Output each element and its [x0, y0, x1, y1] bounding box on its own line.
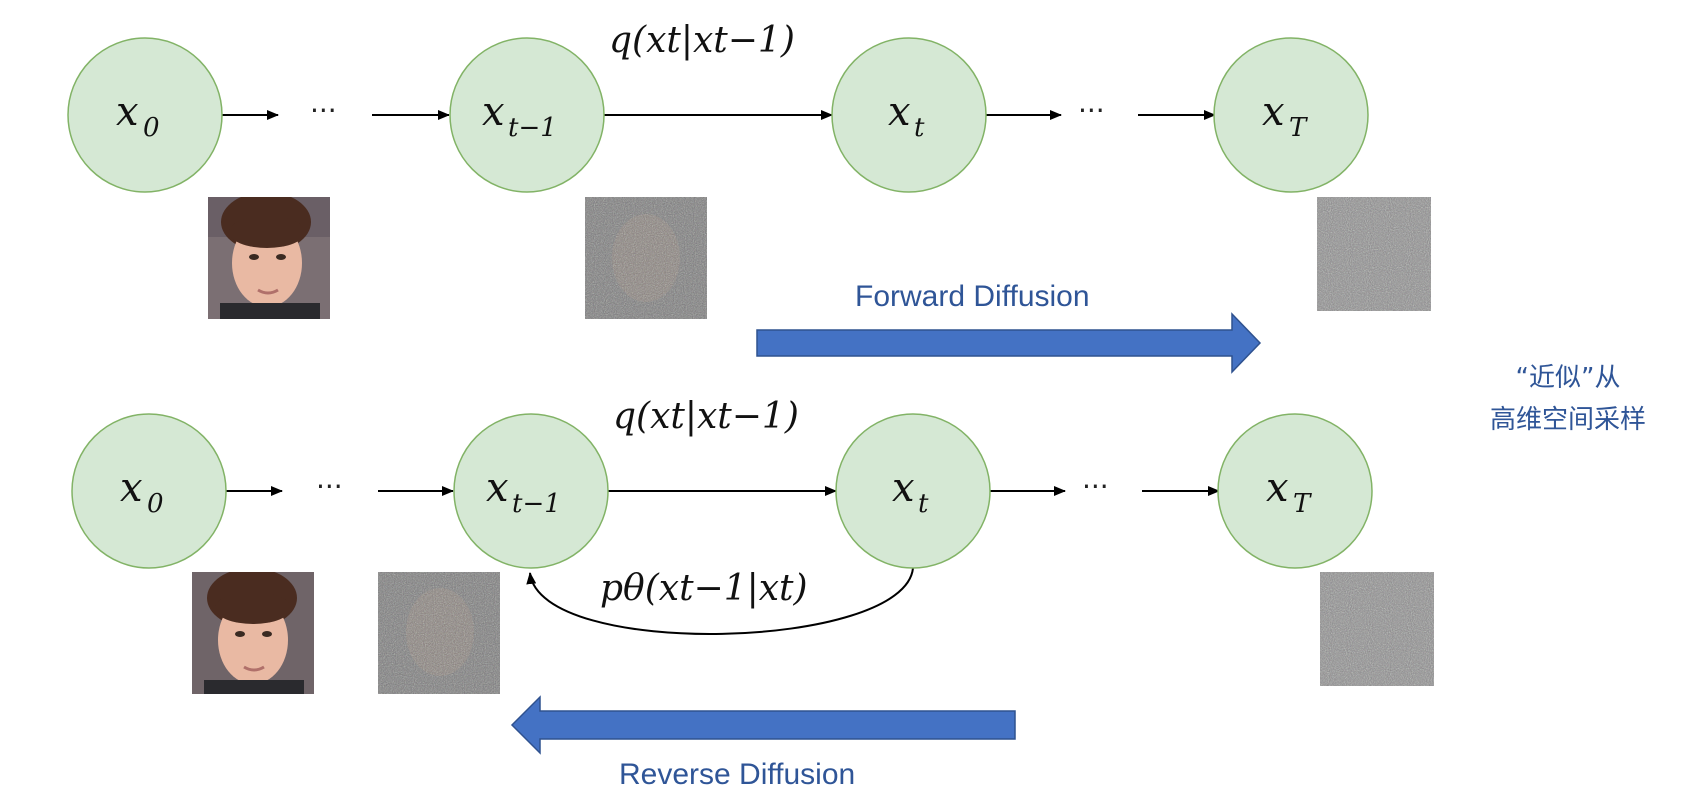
- node-xT: x T: [1213, 37, 1369, 193]
- node-xt-1: x t−1: [453, 413, 609, 569]
- forward-diffusion-arrow: [756, 312, 1262, 374]
- node-xT: x T: [1217, 413, 1373, 569]
- noise-image-xT: [1320, 572, 1434, 686]
- node-subscript: T: [1289, 113, 1308, 143]
- node-xt-1: x t−1: [449, 37, 605, 193]
- side-note-line2: 高维空间采样: [1490, 405, 1646, 435]
- side-note: “近似”从 高维空间采样: [1490, 363, 1646, 435]
- face-image-noisy: [585, 197, 707, 319]
- node-subscript: 0: [147, 489, 164, 519]
- reverse-diffusion-arrow: [510, 695, 1016, 755]
- node-x0: x 0: [71, 413, 227, 569]
- node-subscript: t−1: [508, 113, 557, 143]
- face-image-noisy: [378, 572, 500, 694]
- node-label: x: [486, 465, 509, 511]
- node-subscript: t: [914, 113, 925, 143]
- reverse-curved-arrow: [526, 567, 914, 635]
- node-subscript: t−1: [512, 489, 561, 519]
- ellipsis-dots: ···: [316, 470, 343, 503]
- reverse-row-forward-formula: q(xt|xt−1): [613, 396, 799, 437]
- noise-image-xT: [1317, 197, 1431, 311]
- forward-diffusion-label: Forward Diffusion: [855, 280, 1090, 313]
- node-x0: x 0: [67, 37, 223, 193]
- node-xt: x t: [831, 37, 987, 193]
- node-label: x: [888, 89, 911, 135]
- node-label: x: [116, 89, 139, 135]
- face-image-clean: [208, 197, 330, 319]
- ellipsis-dots: ···: [1082, 470, 1109, 503]
- reverse-formula: pθ(xt−1|xt): [600, 568, 808, 609]
- ellipsis-dots: ···: [310, 94, 337, 127]
- face-image-clean: [192, 572, 314, 694]
- reverse-diffusion-label: Reverse Diffusion: [619, 758, 855, 787]
- node-xt: x t: [835, 413, 991, 569]
- node-subscript: T: [1293, 489, 1312, 519]
- node-subscript: t: [918, 489, 929, 519]
- ellipsis-dots: ···: [1078, 94, 1105, 127]
- node-label: x: [1266, 465, 1289, 511]
- node-subscript: 0: [143, 113, 160, 143]
- node-label: x: [1262, 89, 1285, 135]
- node-label: x: [892, 465, 915, 511]
- node-label: x: [120, 465, 143, 511]
- forward-row: ··· ··· q(xt|xt−1) x 0 x t−1 x t x T: [67, 20, 1431, 374]
- reverse-row: ··· ··· q(xt|xt−1) pθ(xt−1|xt) x 0 x t−1…: [71, 396, 1434, 787]
- forward-edge-formula: q(xt|xt−1): [609, 20, 795, 61]
- node-label: x: [482, 89, 505, 135]
- side-note-line1: “近似”从: [1516, 363, 1621, 393]
